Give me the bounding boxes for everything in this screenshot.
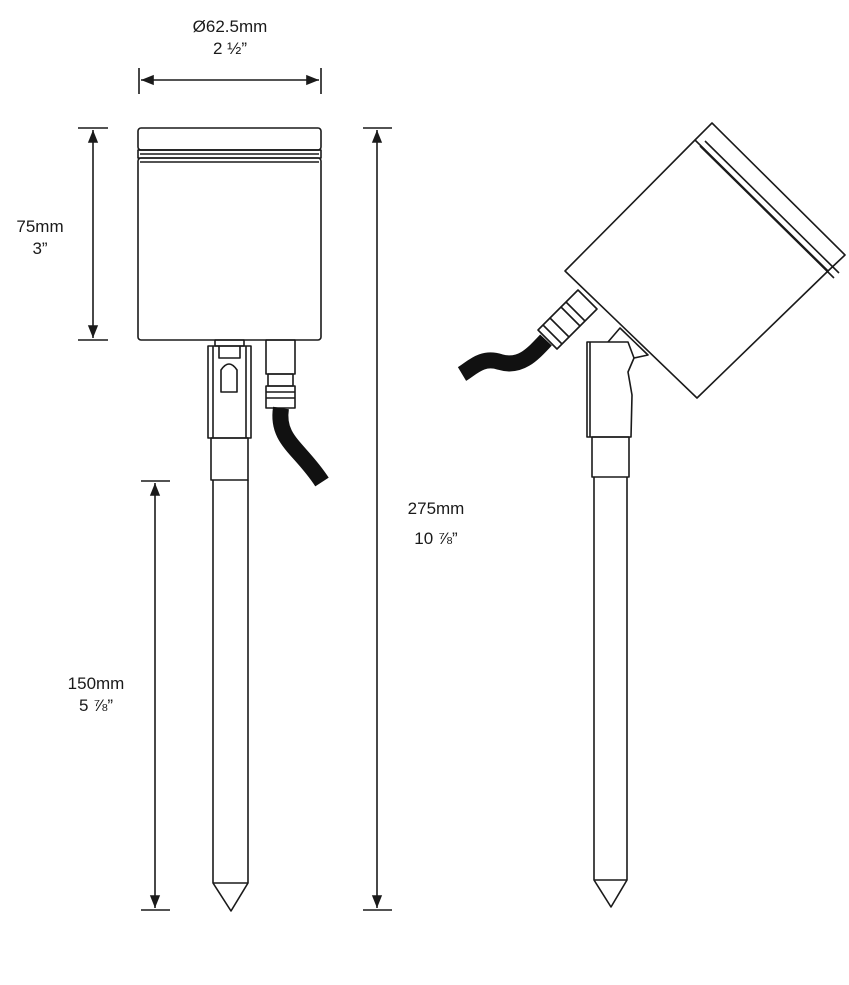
spike-length-label: 150mm 5 ⅞” bbox=[48, 673, 144, 717]
front-cable-gland bbox=[265, 339, 296, 409]
diameter-metric: Ø62.5mm bbox=[192, 17, 268, 36]
side-bracket bbox=[586, 327, 649, 438]
head-height-metric: 75mm bbox=[16, 217, 64, 236]
diameter-imperial: 2 ½” bbox=[212, 39, 248, 58]
dimension-lines bbox=[78, 68, 392, 911]
total-height-metric: 275mm bbox=[407, 499, 465, 518]
head-height-imperial: 3” bbox=[32, 239, 48, 258]
front-view bbox=[137, 127, 322, 912]
head-height-label: 75mm 3” bbox=[0, 216, 80, 260]
side-spike bbox=[591, 436, 630, 908]
front-spike bbox=[210, 437, 249, 912]
front-cable bbox=[272, 406, 329, 487]
front-bracket bbox=[207, 339, 252, 439]
side-cable bbox=[457, 334, 552, 381]
spike-length-metric: 150mm bbox=[67, 674, 125, 693]
diameter-label: Ø62.5mm 2 ½” bbox=[170, 16, 290, 60]
spike-length-imperial: 5 ⅞” bbox=[78, 696, 114, 715]
total-height-imperial: 10 ⅞” bbox=[414, 529, 458, 548]
total-height-label: 275mm 10 ⅞” bbox=[388, 498, 484, 550]
side-view bbox=[537, 122, 846, 908]
front-light-head bbox=[137, 127, 322, 341]
side-cable-gland bbox=[537, 289, 598, 350]
side-light-head bbox=[564, 122, 846, 399]
